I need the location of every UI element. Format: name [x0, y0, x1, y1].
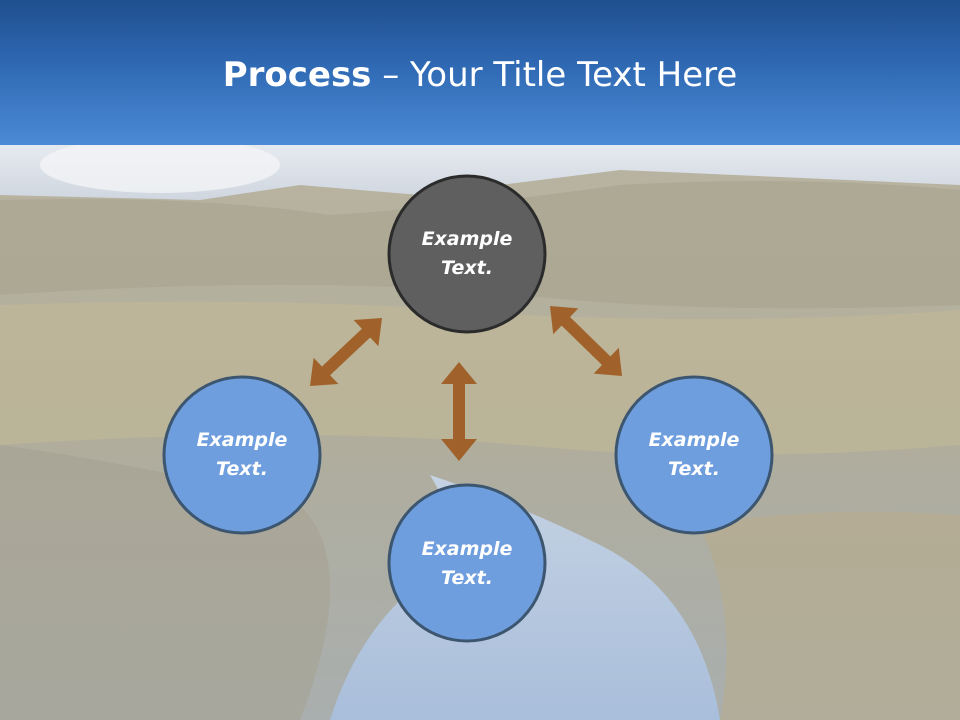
node-right-label-line1: Example [648, 429, 740, 451]
node-left-label: Example Text. [162, 426, 322, 484]
process-node-bottom [387, 483, 547, 643]
process-node-top [387, 174, 547, 334]
arrow-center-vertical [441, 362, 477, 461]
title-strong: Process [222, 55, 372, 95]
double-arrow-icon [441, 362, 477, 461]
node-top-label-line2: Text. [441, 257, 493, 279]
process-node-left [162, 375, 322, 535]
node-bottom-label-line2: Text. [441, 567, 493, 589]
node-right-label-line2: Text. [668, 458, 720, 480]
node-right-label: Example Text. [614, 426, 774, 484]
title-bar: Process – Your Title Text Here [0, 0, 960, 145]
node-bottom-label-line1: Example [421, 538, 513, 560]
arrow-top-left [310, 318, 382, 386]
title-rest: – Your Title Text Here [371, 55, 738, 95]
process-node-right [614, 375, 774, 535]
node-bottom-label: Example Text. [387, 535, 547, 593]
slide-title: Process – Your Title Text Here [0, 52, 960, 98]
arrow-top-right [550, 306, 622, 376]
node-left-label-line2: Text. [216, 458, 268, 480]
double-arrow-icon [550, 306, 622, 376]
node-top-label-line1: Example [421, 228, 513, 250]
double-arrow-icon [310, 318, 382, 386]
node-top-label: Example Text. [387, 225, 547, 283]
node-left-label-line1: Example [196, 429, 288, 451]
